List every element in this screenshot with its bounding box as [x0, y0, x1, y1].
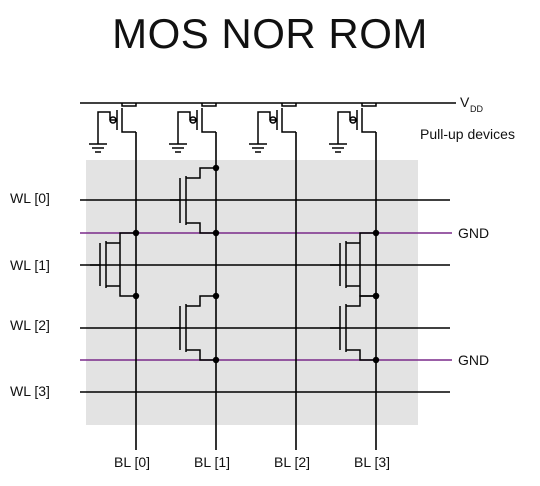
cell-transistor-wl1-bl3-source-dot: [372, 229, 380, 237]
pmos-bubble-2: [269, 116, 277, 124]
cell-transistor-wl2-bl1-source-dot: [212, 356, 220, 364]
cell-transistor-wl0-bl1: [170, 167, 216, 234]
memory-array-region: [86, 160, 418, 425]
bit-line-label-1: BL [1]: [194, 454, 230, 470]
cell-transistor-wl1-bl0-drain-dot: [132, 292, 140, 300]
cell-transistor-wl2-bl3-source-dot: [372, 356, 380, 364]
word-line-label-1: WL [1]: [10, 257, 50, 273]
bit-line-label-2: BL [2]: [274, 454, 310, 470]
pullup-transistor-1: [169, 103, 217, 153]
pullup-transistor-2: [249, 103, 297, 153]
diagram-title: MOS NOR ROM: [112, 10, 428, 57]
cell-transistor-wl1-bl0-source-dot: [132, 229, 140, 237]
word-line-label-2: WL [2]: [10, 317, 50, 333]
word-line-label-0: WL [0]: [10, 190, 50, 206]
cell-transistor-wl0-bl1-source-dot: [212, 229, 220, 237]
pmos-bubble-3: [349, 116, 357, 124]
cell-transistor-wl2-bl3: [330, 295, 376, 361]
pmos-bubble-0: [109, 116, 117, 124]
cell-transistor-wl1-bl3: [330, 232, 376, 297]
vdd-subscript: DD: [470, 104, 483, 114]
ground-label-0: GND: [458, 225, 489, 241]
ground-label-1: GND: [458, 352, 489, 368]
pullup-transistor-3: [329, 103, 377, 153]
cell-transistor-wl2-bl1: [170, 295, 216, 361]
word-line-label-3: WL [3]: [10, 383, 50, 399]
cell-transistor-wl2-bl1-drain-dot: [212, 292, 220, 300]
vdd-label: V: [460, 94, 470, 110]
bit-line-label-0: BL [0]: [114, 454, 150, 470]
cell-transistor-wl2-bl3-drain-dot: [372, 292, 380, 300]
pullup-label: Pull-up devices: [420, 126, 515, 142]
bit-line-label-3: BL [3]: [354, 454, 390, 470]
pullup-transistor-0: [89, 103, 137, 153]
pmos-bubble-1: [189, 116, 197, 124]
cell-transistor-wl1-bl0: [90, 232, 136, 297]
cell-transistor-wl0-bl1-drain-dot: [212, 164, 220, 172]
